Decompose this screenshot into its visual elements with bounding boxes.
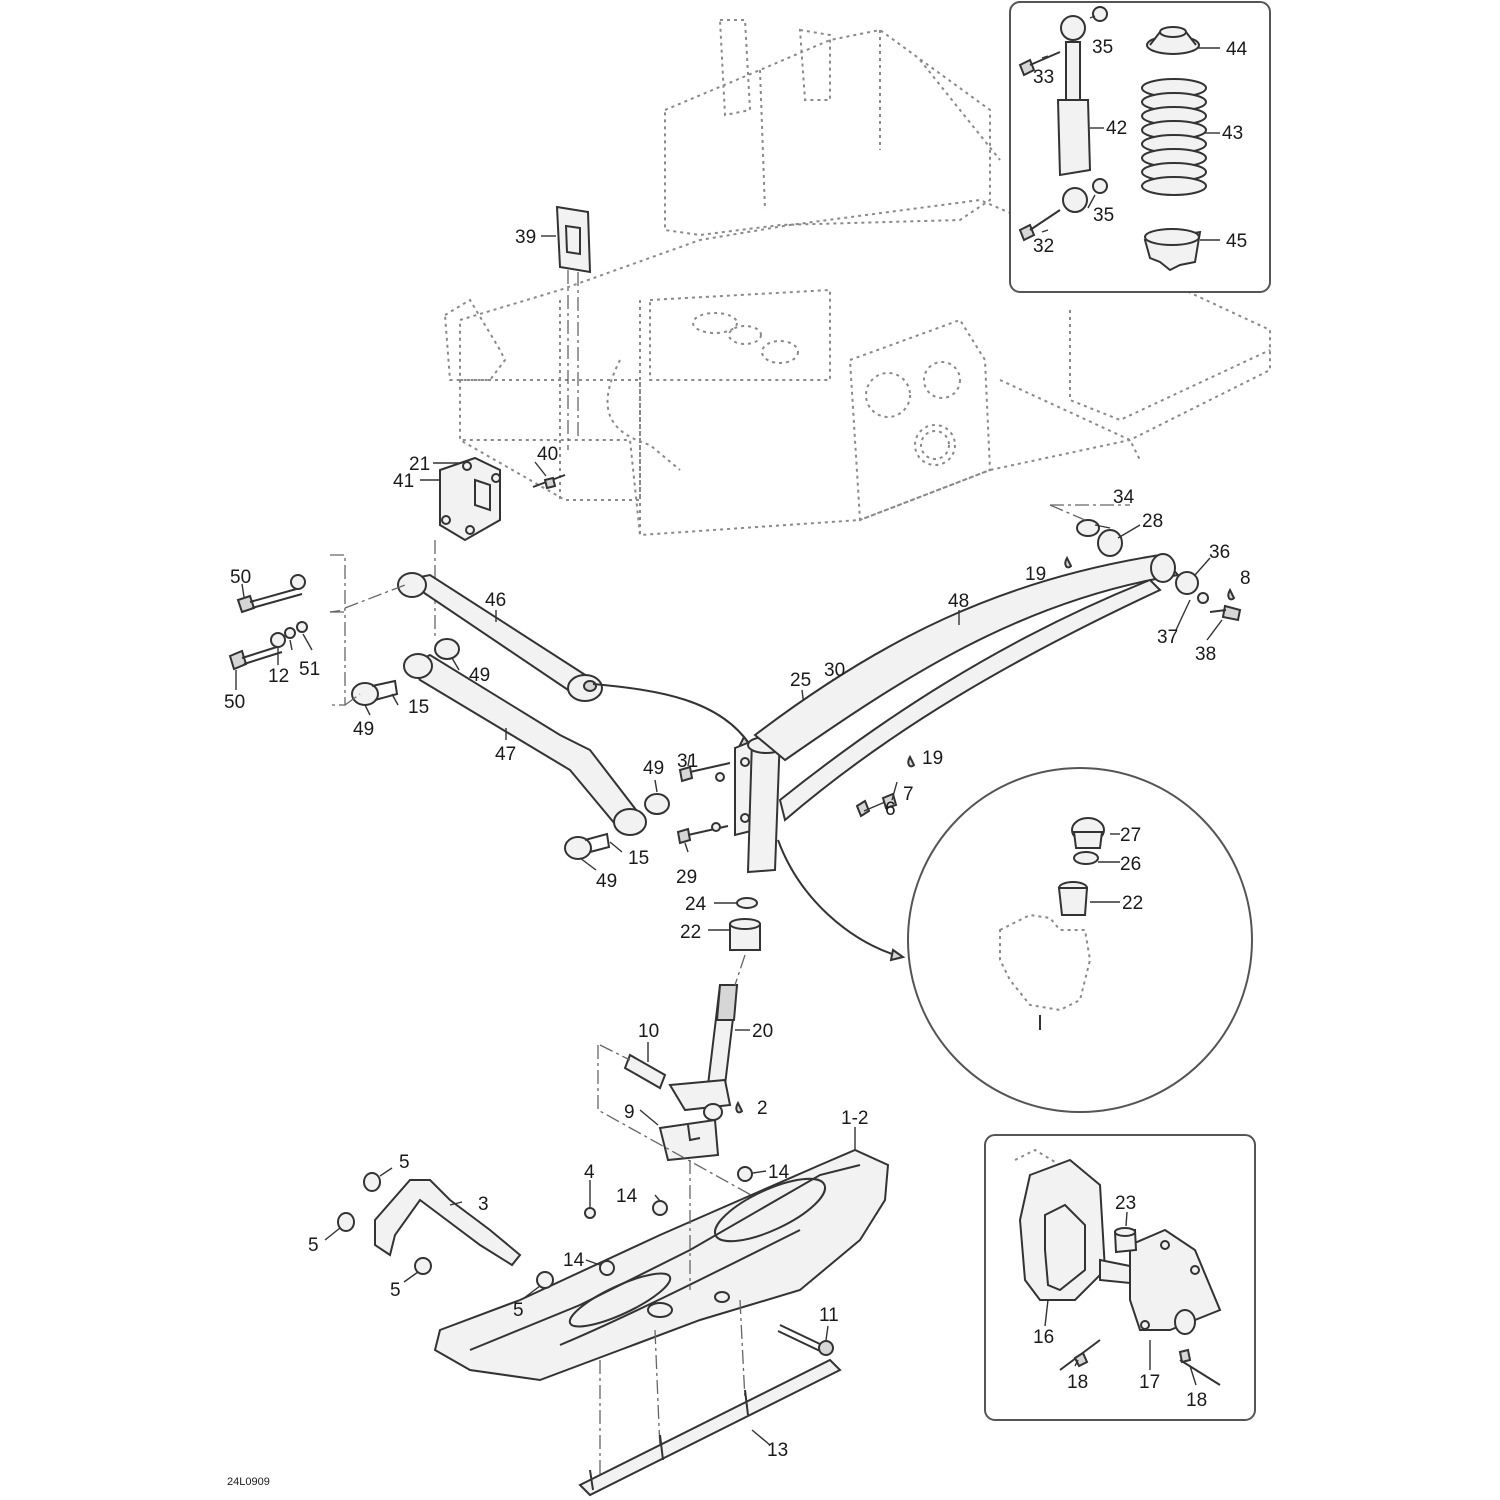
callout-25: 25 [790, 670, 811, 691]
callout-37: 37 [1157, 627, 1178, 648]
callout-48: 48 [948, 591, 969, 612]
callout-45: 45 [1226, 231, 1247, 252]
callout-35a: 35 [1092, 37, 1113, 58]
callout-49c: 49 [643, 758, 664, 779]
callout-41: 41 [393, 471, 414, 492]
spindle-housing-assembly [676, 678, 906, 962]
part-1-2-ski [433, 1127, 890, 1480]
callout-9: 9 [624, 1102, 635, 1123]
part-46-upper-link [344, 572, 755, 750]
callout-19a: 19 [1025, 564, 1046, 585]
callout-42: 42 [1106, 118, 1127, 139]
callout-46: 46 [485, 590, 506, 611]
callout-44: 44 [1226, 39, 1248, 60]
callout-18a: 18 [1067, 1372, 1088, 1393]
callout-16: 16 [1033, 1327, 1054, 1348]
callout-19b: 19 [922, 748, 943, 769]
inset-spindle-detail [907, 767, 1253, 1113]
callout-50a: 50 [230, 567, 251, 588]
callout-5d: 5 [513, 1300, 524, 1321]
callout-1-2: 1-2 [841, 1108, 868, 1129]
callout-39: 39 [515, 227, 536, 248]
callout-36: 36 [1209, 542, 1230, 563]
callout-47: 47 [495, 744, 516, 765]
callout-50b: 50 [224, 692, 245, 713]
inset-boot-bracket [984, 1134, 1256, 1421]
callout-8: 8 [1240, 568, 1251, 589]
callout-5c: 5 [390, 1280, 401, 1301]
callout-15a: 15 [408, 697, 429, 718]
callout-17: 17 [1139, 1372, 1160, 1393]
callout-20: 20 [752, 1021, 773, 1042]
left-hardware-50-12-51 [228, 554, 346, 706]
callout-21: 21 [409, 454, 430, 475]
drawing-code: 24L0909 [227, 1476, 270, 1488]
callout-27: 27 [1120, 825, 1141, 846]
part-47-lower-link [344, 638, 670, 871]
callout-34: 34 [1113, 487, 1135, 508]
callout-49b: 49 [353, 719, 374, 740]
callout-5a: 5 [399, 1152, 410, 1173]
callout-15b: 15 [628, 848, 649, 869]
inset-shock-absorber [1009, 1, 1271, 293]
part-39-bracket [541, 205, 592, 450]
callout-26: 26 [1120, 854, 1141, 875]
callout-14a: 14 [768, 1162, 790, 1183]
callout-22b: 22 [1122, 893, 1143, 914]
spring-coils [1141, 78, 1207, 196]
callout-labels: 1-2 2 3 4 5 5 5 5 6 7 8 9 10 11 12 13 14… [224, 37, 1251, 1488]
callout-33: 33 [1033, 67, 1054, 88]
callout-3: 3 [478, 1194, 489, 1215]
callout-2: 2 [757, 1098, 768, 1119]
callout-49d: 49 [596, 871, 617, 892]
part-3-ski-handle [324, 1167, 554, 1299]
callout-12: 12 [268, 666, 289, 687]
callout-5b: 5 [308, 1235, 319, 1256]
callout-29: 29 [676, 867, 697, 888]
part-48-trailing-arm [735, 504, 1242, 1114]
spindle-20-and-block [597, 954, 761, 1201]
callout-11: 11 [819, 1305, 839, 1326]
callout-23: 23 [1115, 1193, 1136, 1214]
callout-51: 51 [299, 659, 320, 680]
callout-18b: 18 [1186, 1390, 1207, 1411]
callout-24: 24 [685, 894, 707, 915]
callout-14c: 14 [563, 1250, 585, 1271]
callout-38: 38 [1195, 644, 1216, 665]
callout-40: 40 [537, 444, 558, 465]
part-21-41-mount-plate [420, 456, 566, 640]
callout-30: 30 [824, 660, 845, 681]
callout-6: 6 [885, 799, 896, 820]
callout-28: 28 [1142, 511, 1163, 532]
callout-4: 4 [584, 1162, 595, 1183]
callout-13: 13 [767, 1440, 788, 1461]
part-11-13-runner [578, 1324, 842, 1497]
callout-49a: 49 [469, 665, 490, 686]
callout-10: 10 [638, 1021, 659, 1042]
callout-35b: 35 [1093, 205, 1114, 226]
callout-7: 7 [903, 784, 914, 805]
callout-43: 43 [1222, 123, 1243, 144]
callout-22a: 22 [680, 922, 701, 943]
callout-32: 32 [1033, 236, 1054, 257]
chassis-frame [443, 19, 1271, 537]
callout-14b: 14 [616, 1186, 638, 1207]
callout-31: 31 [677, 751, 698, 772]
